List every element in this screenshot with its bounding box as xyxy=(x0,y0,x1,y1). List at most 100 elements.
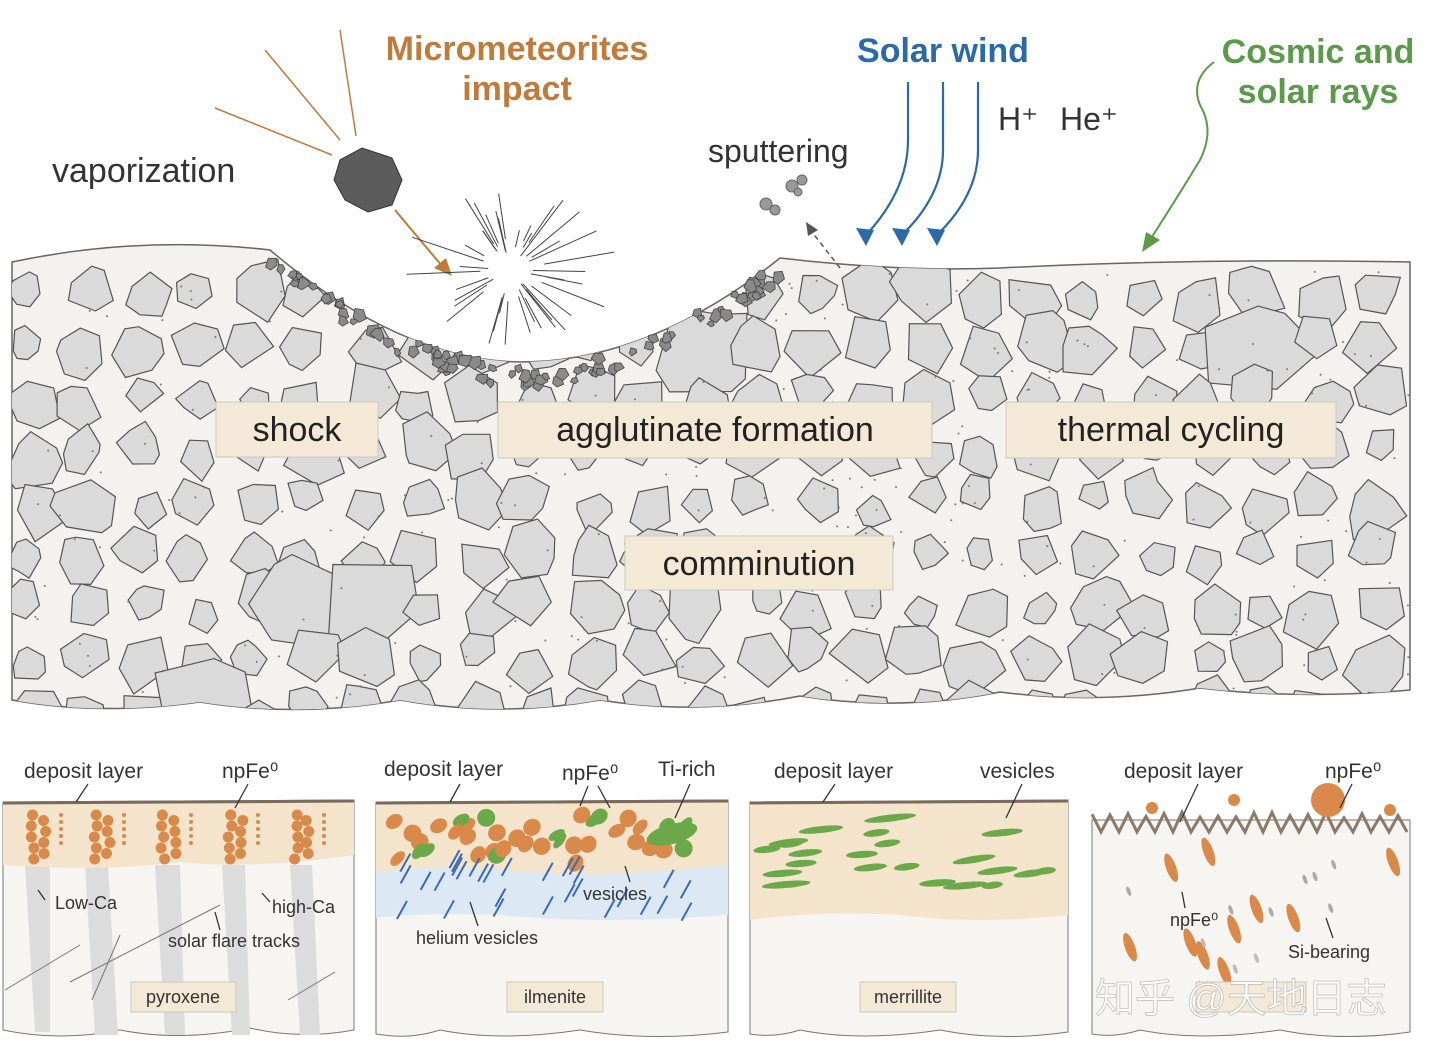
grain xyxy=(345,489,385,532)
grain xyxy=(1022,591,1058,625)
grain xyxy=(507,277,555,331)
process-box-agglutinate: agglutinate formation xyxy=(497,401,933,459)
process-box-comminution: comminution xyxy=(624,535,894,591)
svg-text:vesicles: vesicles xyxy=(583,884,647,904)
svg-text:helium vesicles: helium vesicles xyxy=(416,928,538,948)
grain xyxy=(1184,481,1233,529)
grain xyxy=(677,685,738,710)
solar-wind-label: Solar wind xyxy=(857,32,1029,70)
grain xyxy=(968,375,1008,412)
panel-unknown-mineral: deposit layer npFe⁰ npFe⁰ Si-bearing xyxy=(1090,760,1411,1038)
grain xyxy=(278,326,323,372)
grain xyxy=(680,488,714,524)
grain xyxy=(621,679,663,710)
svg-text:Si-bearing: Si-bearing xyxy=(1288,942,1370,962)
grain xyxy=(913,533,950,571)
grain xyxy=(730,315,781,373)
grain xyxy=(622,627,677,677)
grain xyxy=(118,636,169,695)
grain xyxy=(110,525,159,574)
grain xyxy=(125,271,173,317)
grain xyxy=(179,439,215,483)
grain xyxy=(111,326,165,379)
cosmic-label-line1: Cosmic and xyxy=(1222,33,1415,71)
grain xyxy=(237,483,280,526)
svg-text:comminution: comminution xyxy=(663,545,856,583)
grain xyxy=(402,411,458,472)
svg-text:Low-Ca: Low-Ca xyxy=(55,893,118,913)
grain xyxy=(236,258,286,324)
grain xyxy=(520,687,555,710)
grain xyxy=(1185,545,1223,586)
grain xyxy=(175,273,213,310)
svg-text:deposit layer: deposit layer xyxy=(774,760,893,783)
grain xyxy=(959,473,991,511)
grain xyxy=(955,588,1009,638)
grain xyxy=(1283,689,1353,710)
grain xyxy=(125,377,165,413)
impact-label-line2: impact xyxy=(462,70,572,108)
grain xyxy=(70,583,110,627)
grain xyxy=(966,537,994,571)
grain xyxy=(958,271,1003,329)
grain xyxy=(783,330,842,379)
grain xyxy=(1022,486,1062,533)
impact-label-line1: Micrometeorites xyxy=(386,30,649,68)
grain xyxy=(828,628,889,684)
grain xyxy=(1143,702,1179,710)
grain xyxy=(796,477,840,524)
grain xyxy=(1009,635,1063,683)
grain xyxy=(1235,529,1275,566)
grain xyxy=(336,626,396,688)
grain xyxy=(134,491,168,530)
grain xyxy=(12,271,41,308)
grain xyxy=(1193,583,1242,636)
grain xyxy=(340,684,384,710)
grain xyxy=(174,380,220,420)
sputtered-particles-icon xyxy=(759,174,808,216)
grain xyxy=(402,594,441,626)
grain xyxy=(1129,326,1167,369)
grain xyxy=(286,629,347,683)
process-box-shock: shock xyxy=(215,401,379,458)
grain xyxy=(787,626,829,673)
svg-text:ilmenite: ilmenite xyxy=(524,987,586,1007)
svg-text:npFe⁰: npFe⁰ xyxy=(1170,910,1218,930)
grain xyxy=(1204,305,1322,390)
grain xyxy=(1138,541,1176,577)
grain xyxy=(224,321,275,369)
impact-flash-icon xyxy=(406,193,615,345)
grain xyxy=(1296,539,1334,579)
svg-text:agglutinate formation: agglutinate formation xyxy=(556,411,874,449)
grain xyxy=(958,435,998,479)
grain xyxy=(229,639,268,677)
grain xyxy=(1229,624,1284,683)
grain xyxy=(569,579,626,635)
svg-text:deposit layer: deposit layer xyxy=(384,758,503,781)
sputtering-label: sputtering xyxy=(708,133,849,169)
grain xyxy=(288,686,329,710)
grain xyxy=(1365,428,1395,462)
svg-text:thermal cycling: thermal cycling xyxy=(1058,411,1285,449)
grain xyxy=(888,254,953,324)
grain xyxy=(1347,520,1397,566)
grain xyxy=(1078,480,1109,510)
grain xyxy=(454,467,510,531)
grain xyxy=(1062,325,1119,376)
svg-text:high-Ca: high-Ca xyxy=(272,897,336,917)
grain xyxy=(571,524,618,579)
grain xyxy=(1293,470,1339,517)
grain xyxy=(495,474,551,521)
grain xyxy=(12,578,41,620)
grain xyxy=(798,274,839,315)
svg-text:deposit layer: deposit layer xyxy=(1124,760,1243,783)
micrometeorite-icon xyxy=(333,147,403,213)
svg-text:npFe⁰: npFe⁰ xyxy=(1325,760,1381,783)
grain xyxy=(12,646,47,680)
cosmic-label-line2: solar rays xyxy=(1238,73,1399,111)
grain xyxy=(1354,691,1408,710)
grain xyxy=(188,598,219,635)
grain xyxy=(287,479,324,512)
impact-rays xyxy=(214,29,357,156)
